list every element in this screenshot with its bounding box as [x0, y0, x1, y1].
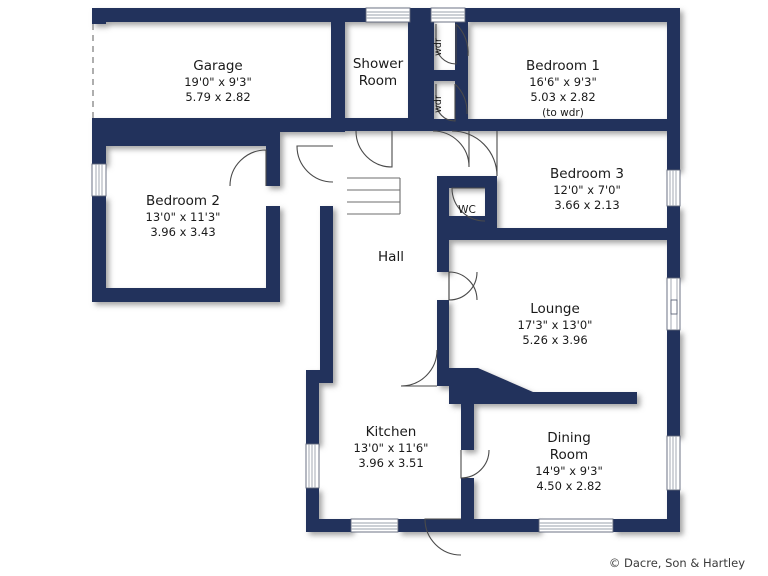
kitchen-metric: 3.96 x 3.51 [358, 456, 423, 470]
bedroom2-metric: 3.96 x 3.43 [150, 225, 215, 239]
wall-structure [92, 8, 680, 532]
room-label-bedroom-2: Bedroom 2 13'0" x 11'3" 3.96 x 3.43 [146, 193, 221, 239]
room-label-garage: Garage 19'0" x 9'3" 5.79 x 2.82 [184, 58, 252, 104]
bedroom1-name: Bedroom 1 [526, 58, 600, 74]
garage-imperial: 19'0" x 9'3" [184, 75, 252, 89]
window-bedroom2-left [91, 163, 107, 197]
closet-label-wdr-bottom: wdr [433, 95, 444, 113]
bedroom1-note: (to wdr) [542, 107, 584, 119]
room-label-dining-room: Dining Room 14'9" x 9'3" 4.50 x 2.82 [535, 430, 603, 493]
garage-name: Garage [193, 58, 242, 74]
bedroom2-imperial: 13'0" x 11'3" [146, 210, 221, 224]
shower-room-name-line2: Room [359, 73, 397, 89]
bedroom1-imperial: 16'6" x 9'3" [529, 75, 597, 89]
bedroom1-metric: 5.03 x 2.82 [530, 90, 595, 104]
bedroom3-metric: 3.66 x 2.13 [554, 198, 619, 212]
window-bedroom3-right [666, 169, 681, 207]
dining-metric: 4.50 x 2.82 [536, 479, 601, 493]
lounge-metric: 5.26 x 3.96 [522, 333, 587, 347]
windows [91, 7, 681, 533]
window-dining-right [666, 435, 681, 491]
lounge-name: Lounge [530, 301, 580, 317]
window-kitchen-left [305, 443, 320, 489]
shower-room-name-line1: Shower [353, 56, 404, 72]
window-dining-bottom [538, 518, 614, 533]
bedroom3-name: Bedroom 3 [550, 166, 624, 182]
room-label-bedroom-3: Bedroom 3 12'0" x 7'0" 3.66 x 2.13 [550, 166, 624, 212]
window-top-bedroom1 [430, 7, 466, 23]
room-label-wc: WC [458, 204, 476, 216]
room-label-lounge: Lounge 17'3" x 13'0" 5.26 x 3.96 [518, 301, 593, 347]
bedroom2-name: Bedroom 2 [146, 193, 220, 209]
copyright-credit: © Dacre, Son & Hartley [609, 556, 745, 570]
window-lounge-right [666, 277, 681, 331]
lounge-imperial: 17'3" x 13'0" [518, 318, 593, 332]
room-label-hall: Hall [378, 249, 404, 265]
bedroom3-imperial: 12'0" x 7'0" [553, 183, 621, 197]
kitchen-name: Kitchen [366, 424, 417, 440]
garage-metric: 5.79 x 2.82 [185, 90, 250, 104]
room-label-shower-room: Shower Room [353, 56, 404, 89]
dining-name-line1: Dining [547, 430, 591, 446]
kitchen-imperial: 13'0" x 11'6" [354, 441, 429, 455]
room-label-bedroom-1: Bedroom 1 16'6" x 9'3" 5.03 x 2.82 (to w… [526, 58, 600, 119]
window-kitchen-bottom [350, 518, 399, 533]
door-swings [229, 23, 498, 556]
dining-imperial: 14'9" x 9'3" [535, 464, 603, 478]
room-label-kitchen: Kitchen 13'0" x 11'6" 3.96 x 3.51 [354, 424, 429, 470]
window-top-shower [365, 7, 411, 23]
dining-name-line2: Room [550, 447, 588, 463]
staircase [347, 177, 401, 215]
closet-label-wdr-top: wdr [433, 38, 444, 56]
